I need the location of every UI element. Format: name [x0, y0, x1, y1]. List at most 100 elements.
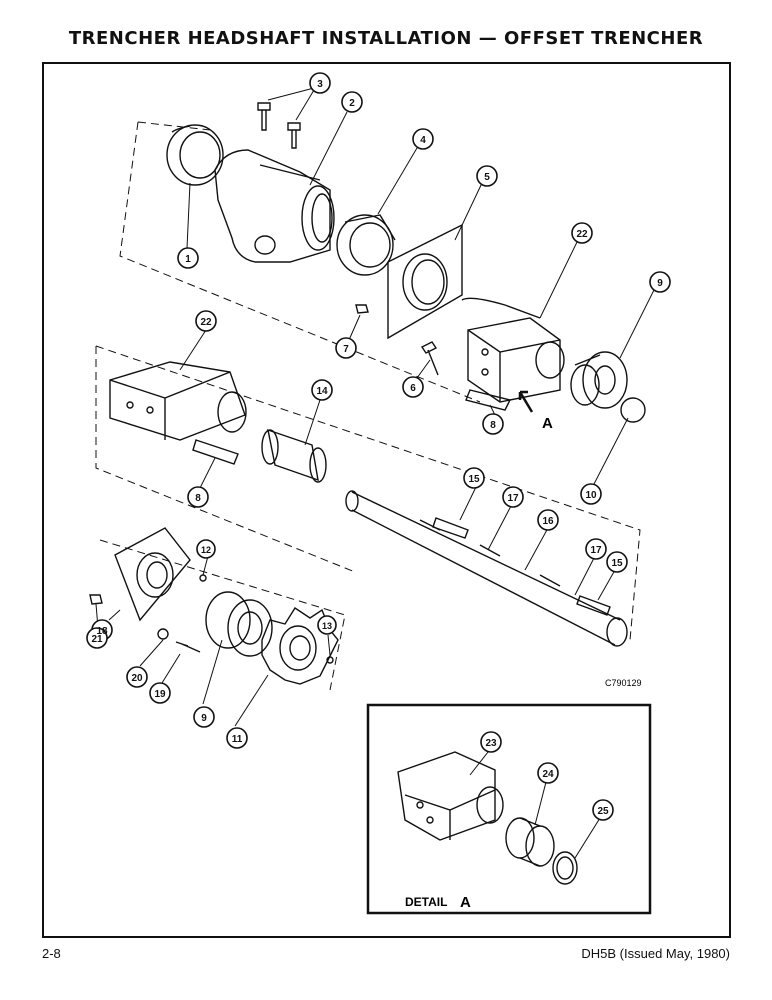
callout-3 [309, 72, 331, 94]
svg-text:10: 10 [585, 490, 597, 501]
callout-15a [463, 467, 485, 489]
svg-text:16: 16 [542, 516, 554, 527]
callout-21 [86, 627, 108, 649]
callout-17b [585, 538, 607, 560]
svg-text:17: 17 [507, 493, 519, 504]
seal-ring-part [166, 124, 224, 186]
callout-14 [311, 379, 333, 401]
key-15-upper-part [432, 517, 469, 539]
callout-9b [193, 706, 215, 728]
callout-12 [196, 539, 216, 559]
fitting-12-part [199, 574, 207, 582]
block-housing-right-part [461, 297, 565, 403]
detail-letter: A [460, 894, 471, 911]
detail-seal-inner [556, 856, 574, 880]
document-id: DH5B (Issued May, 1980) [581, 946, 730, 961]
svg-text:3: 3 [317, 79, 323, 90]
key-8-left-part [192, 439, 239, 465]
callout-8a [482, 413, 504, 435]
figure-code: C790129 [605, 678, 642, 688]
svg-text:12: 12 [201, 545, 211, 555]
page-number: 2-8 [42, 946, 61, 961]
callout-22b [195, 310, 217, 332]
callout-20 [126, 666, 148, 688]
snap-ring-part [620, 397, 646, 423]
leader-lines [95, 87, 655, 859]
callout-6 [402, 376, 424, 398]
svg-text:20: 20 [131, 673, 143, 684]
key-8-right-part [465, 389, 512, 411]
callout-22a [571, 222, 593, 244]
coupling-lower-part [205, 591, 273, 657]
svg-text:1: 1 [185, 254, 191, 265]
callout-24 [537, 762, 559, 784]
callout-13 [317, 615, 337, 635]
callout-11 [226, 727, 248, 749]
callout-25 [592, 799, 614, 821]
fitting-13-part [326, 656, 334, 664]
washer-20-part [157, 628, 169, 640]
headshaft-part [345, 490, 628, 647]
bearing-flange-part [114, 527, 191, 622]
svg-text:15: 15 [468, 474, 480, 485]
callout-17a [502, 486, 524, 508]
arrow-label-a: A [542, 415, 553, 432]
callout-5 [476, 165, 498, 187]
assembly-boundary-lines [95, 121, 641, 691]
svg-text:4: 4 [420, 135, 426, 146]
svg-text:15: 15 [611, 558, 623, 569]
callout-15b [606, 551, 628, 573]
svg-text:5: 5 [484, 172, 490, 183]
nut-21-part [89, 594, 103, 605]
detail-a-box [366, 703, 652, 915]
svg-text:22: 22 [200, 317, 212, 328]
svg-text:18: 18 [96, 626, 108, 637]
svg-text:6: 6 [410, 383, 416, 394]
svg-text:23: 23 [485, 738, 497, 749]
detail-arrow [518, 390, 534, 413]
svg-text:25: 25 [597, 806, 609, 817]
callout-8b [187, 486, 209, 508]
bolts-part [257, 102, 301, 149]
svg-text:9: 9 [201, 713, 207, 724]
callout-1 [177, 247, 199, 269]
svg-text:11: 11 [232, 734, 243, 745]
bolt-19-part [175, 641, 201, 653]
callout-7 [335, 337, 357, 359]
callout-2 [341, 91, 363, 113]
svg-text:17: 17 [590, 545, 602, 556]
callout-10 [580, 483, 602, 505]
coupling-right-part [570, 351, 628, 409]
bolt-6-part [420, 341, 439, 376]
svg-text:7: 7 [343, 344, 349, 355]
sprocket-part [261, 607, 339, 685]
svg-text:22: 22 [576, 229, 588, 240]
callouts [86, 72, 671, 821]
flanged-housing-part [214, 149, 335, 263]
callout-numbers: 1 2 3 4 5 6 7 8 8 9 9 10 11 12 13 14 15 … [91, 79, 663, 817]
svg-text:8: 8 [195, 493, 201, 504]
detail-block-housing-part [397, 751, 504, 841]
svg-text:8: 8 [490, 420, 496, 431]
svg-text:19: 19 [154, 689, 166, 700]
svg-text:2: 2 [349, 98, 355, 109]
detail-seal-part [552, 851, 578, 885]
plate-part [387, 223, 463, 340]
detail-bearing-part [505, 817, 555, 867]
svg-text:24: 24 [542, 769, 554, 780]
figure-frame [42, 62, 731, 938]
svg-text:9: 9 [657, 278, 663, 289]
svg-text:13: 13 [322, 621, 332, 631]
nut-7-part [355, 304, 369, 314]
sleeve-part [336, 214, 396, 276]
callout-9a [649, 271, 671, 293]
key-15-lower-part [576, 595, 611, 616]
split-sleeve-part [261, 428, 327, 483]
page-title: TRENCHER HEADSHAFT INSTALLATION — OFFSET… [68, 28, 704, 49]
callout-4 [412, 128, 434, 150]
block-housing-left-part [109, 361, 247, 441]
callout-16 [537, 509, 559, 531]
callout-23 [480, 731, 502, 753]
svg-text:14: 14 [316, 386, 328, 397]
